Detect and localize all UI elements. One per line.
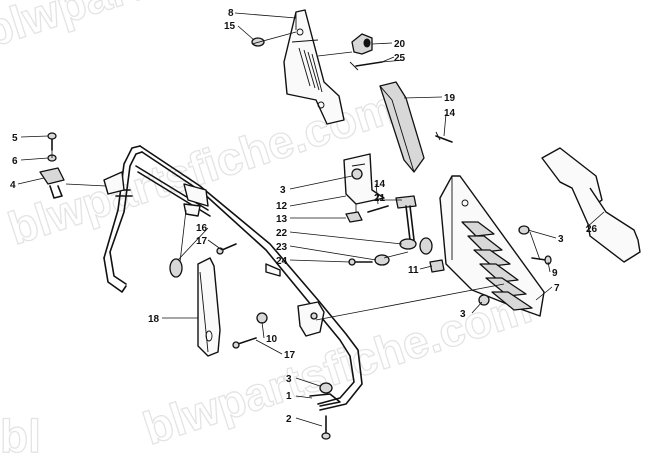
callout-2: 2 [286,414,292,425]
callout-4: 4 [10,180,16,191]
callout-8: 8 [228,8,234,19]
callout-14-upper: 14 [444,108,456,119]
callout-labels: 8 15 20 25 19 14 5 6 4 3 12 14 21 13 22 … [10,8,598,425]
washer-13 [345,211,363,223]
callout-18: 18 [148,314,160,325]
callout-3-right: 3 [558,234,564,245]
side-panel-7 [439,175,545,317]
callout-22: 22 [276,228,288,239]
bolt-14-lower [367,205,389,213]
callout-26: 26 [586,224,598,235]
callout-15: 15 [224,21,236,32]
callout-9: 9 [552,268,558,279]
callout-13: 13 [276,214,288,225]
callout-19: 19 [444,93,456,104]
callout-3-center: 3 [280,185,286,196]
latch-assembly-21 [395,195,433,255]
callout-17-upper: 17 [196,236,208,247]
clip-11 [429,259,445,273]
center-bracket-12 [343,153,385,205]
callout-20: 20 [394,39,406,50]
callout-16: 16 [196,223,208,234]
callout-11: 11 [408,265,419,276]
pin-25 [349,61,383,71]
bracket-4 [39,167,65,199]
clip-14-upper [435,131,453,143]
callout-7: 7 [554,283,560,294]
screw-24 [348,258,373,266]
bolt-17-lower [232,337,257,349]
callout-leaders [17,12,605,427]
pivot-16 [169,258,183,278]
watermark-text: blwpartsfiche.com [137,280,537,453]
upper-mount-plate [283,9,345,125]
knob-20 [351,33,373,55]
assembly-lines [51,31,541,321]
washer-10 [256,312,268,324]
bolt-2 [321,415,331,440]
callout-1: 1 [286,391,292,402]
nut-3-bottom [319,382,333,394]
main-frame-tube [103,145,363,411]
guard-panel-19 [379,81,425,173]
callout-5: 5 [12,133,18,144]
clamp-1 [309,393,341,407]
nut-3-right [518,225,530,235]
callout-3-bottom: 3 [286,374,292,385]
callout-6: 6 [12,156,18,167]
watermark-text: blwpartsfiche.com [0,0,377,58]
callout-14-lower: 14 [374,179,386,190]
watermark-text-partial: bl [0,410,41,453]
bolt-17-upper [216,243,237,255]
plate-18 [197,257,221,357]
callout-21: 21 [374,193,386,204]
bolt-5 [47,132,57,151]
callout-24: 24 [276,256,288,267]
callout-23: 23 [276,242,288,253]
callout-10: 10 [266,334,278,345]
callout-25: 25 [394,53,406,64]
washer-23 [374,254,390,266]
callout-17-lower: 17 [284,350,296,361]
callout-12: 12 [276,201,288,212]
frame-brackets [103,171,325,337]
handle-26 [541,147,641,263]
callout-3-lower: 3 [460,309,466,320]
